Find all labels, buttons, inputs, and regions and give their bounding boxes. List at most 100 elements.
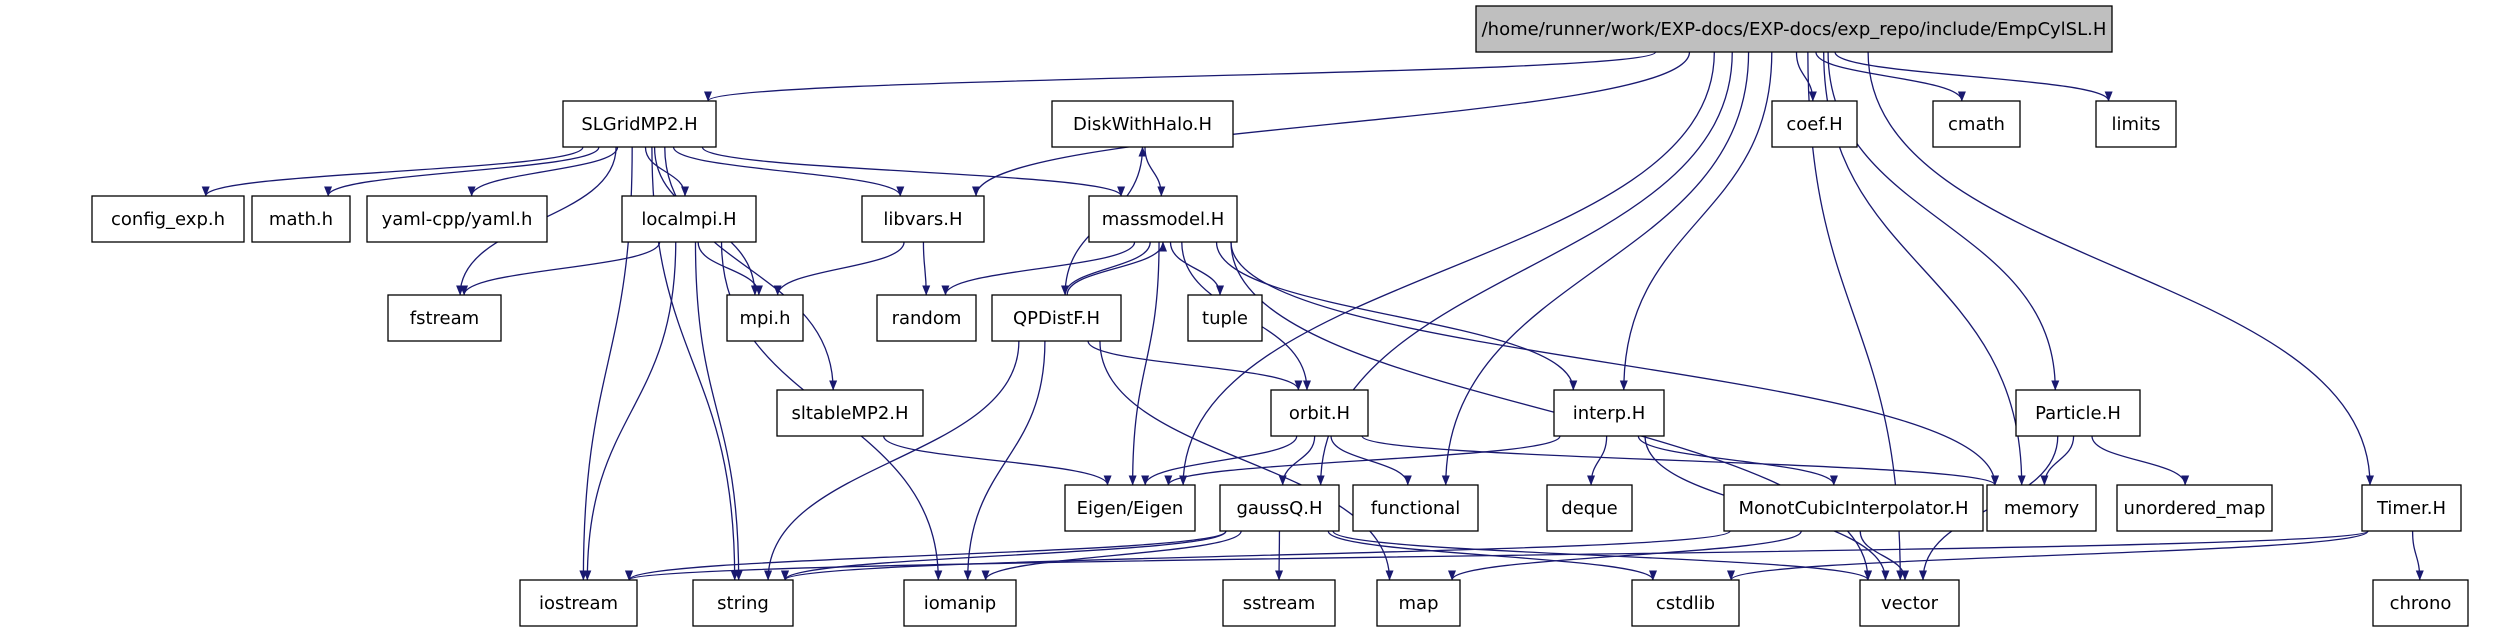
node-unordered[interactable]: unordered_map <box>2116 484 2273 532</box>
node-sstream[interactable]: sstream <box>1222 579 1336 627</box>
node-memory[interactable]: memory <box>1986 484 2097 532</box>
node-box-functional <box>1352 484 1479 532</box>
node-mathh[interactable]: math.h <box>251 195 351 243</box>
node-label-diskhalo: DiskWithHalo.H <box>1073 114 1212 135</box>
node-box-mpih <box>726 294 804 342</box>
edge-slgrid-to-massmodel <box>701 146 1125 197</box>
node-deque[interactable]: deque <box>1546 484 1633 532</box>
node-cmath[interactable]: cmath <box>1932 100 2021 148</box>
edge-massmodel-to-qpdist <box>1061 241 1151 296</box>
node-orbit[interactable]: orbit.H <box>1270 389 1369 437</box>
node-functional[interactable]: functional <box>1352 484 1479 532</box>
node-label-cstdlib: cstdlib <box>1656 593 1715 614</box>
node-box-fstream <box>387 294 502 342</box>
node-box-sltable <box>776 389 924 437</box>
edge-massmodel-to-tuple <box>1169 241 1225 296</box>
edge-interp-to-deque <box>1587 435 1608 486</box>
node-chrono[interactable]: chrono <box>2372 579 2469 627</box>
edge-monot-to-string <box>781 530 1731 581</box>
edge-orbit-to-gaussq <box>1278 435 1316 486</box>
node-label-mpih: mpi.h <box>739 308 790 329</box>
node-label-localmpi: localmpi.H <box>641 209 736 230</box>
edge-localmpi-to-iostream <box>583 241 677 581</box>
node-timer[interactable]: Timer.H <box>2361 484 2462 532</box>
edge-root-to-slgrid <box>704 51 1657 102</box>
node-iostream[interactable]: iostream <box>519 579 638 627</box>
node-localmpi[interactable]: localmpi.H <box>621 195 757 243</box>
node-tuple[interactable]: tuple <box>1187 294 1263 342</box>
node-cstdlib[interactable]: cstdlib <box>1631 579 1740 627</box>
edge-qpdist-to-map <box>1099 340 1394 581</box>
edge-qpdist-to-iomanip <box>963 340 1046 581</box>
edge-diskhalo-to-massmodel <box>1144 146 1166 197</box>
node-box-timer <box>2361 484 2462 532</box>
node-map[interactable]: map <box>1376 579 1461 627</box>
node-box-yaml <box>366 195 548 243</box>
node-label-unordered: unordered_map <box>2124 498 2266 519</box>
edge-root-to-vector <box>1807 51 1905 581</box>
node-vector[interactable]: vector <box>1859 579 1960 627</box>
node-label-vector: vector <box>1881 593 1939 614</box>
node-root: /home/runner/work/EXP-docs/EXP-docs/exp_… <box>1475 5 2113 53</box>
node-label-particle: Particle.H <box>2035 403 2121 424</box>
edge-localmpi-to-mpih <box>697 241 763 296</box>
node-monot[interactable]: MonotCubicInterpolator.H <box>1723 484 1984 532</box>
edge-slgrid-to-yaml <box>467 146 619 197</box>
node-label-string: string <box>717 593 769 614</box>
node-string[interactable]: string <box>692 579 794 627</box>
node-box-unordered <box>2116 484 2273 532</box>
node-box-chrono <box>2372 579 2469 627</box>
node-particle[interactable]: Particle.H <box>2015 389 2141 437</box>
node-box-deque <box>1546 484 1633 532</box>
node-gaussq[interactable]: gaussQ.H <box>1219 484 1340 532</box>
node-limits[interactable]: limits <box>2095 100 2177 148</box>
node-label-eigen: Eigen/Eigen <box>1077 498 1184 519</box>
edge-slgrid-to-mathh <box>324 146 600 197</box>
node-label-qpdist: QPDistF.H <box>1013 308 1100 329</box>
node-label-memory: memory <box>2004 498 2080 519</box>
node-label-root: /home/runner/work/EXP-docs/EXP-docs/exp_… <box>1482 19 2107 40</box>
edge-massmodel-to-interp <box>1215 241 1578 391</box>
node-box-vector <box>1859 579 1960 627</box>
node-label-mathh: math.h <box>269 209 333 230</box>
edge-timer-to-chrono <box>2411 530 2424 581</box>
node-yaml[interactable]: yaml-cpp/yaml.h <box>366 195 548 243</box>
edge-sltable-to-eigen <box>882 435 1112 486</box>
node-diskhalo[interactable]: DiskWithHalo.H <box>1051 100 1234 148</box>
node-box-limits <box>2095 100 2177 148</box>
node-label-coef: coef.H <box>1786 114 1842 135</box>
node-slgrid[interactable]: SLGridMP2.H <box>562 100 717 148</box>
node-iomanip[interactable]: iomanip <box>903 579 1017 627</box>
node-box-tuple <box>1187 294 1263 342</box>
node-config[interactable]: config_exp.h <box>91 195 245 243</box>
node-box-map <box>1376 579 1461 627</box>
edge-slgrid-to-config <box>201 146 584 197</box>
node-box-mathh <box>251 195 351 243</box>
node-label-orbit: orbit.H <box>1289 403 1350 424</box>
node-random[interactable]: random <box>876 294 977 342</box>
node-eigen[interactable]: Eigen/Eigen <box>1064 484 1196 532</box>
edge-massmodel-to-eigen <box>1128 241 1160 486</box>
node-label-slgrid: SLGridMP2.H <box>581 114 697 135</box>
node-label-gaussq: gaussQ.H <box>1236 498 1322 519</box>
node-fstream[interactable]: fstream <box>387 294 502 342</box>
node-massmodel[interactable]: massmodel.H <box>1088 195 1238 243</box>
node-qpdist[interactable]: QPDistF.H <box>991 294 1122 342</box>
node-sltable[interactable]: sltableMP2.H <box>776 389 924 437</box>
edge-localmpi-to-string <box>694 241 743 581</box>
edge-gaussq-to-iostream <box>625 530 1227 581</box>
edge-particle-to-unordered <box>2091 435 2190 486</box>
edge-qpdist-to-massmodel <box>1066 241 1167 296</box>
node-label-timer: Timer.H <box>2376 498 2446 519</box>
edge-root-to-libvars <box>972 51 1691 197</box>
node-libvars[interactable]: libvars.H <box>861 195 985 243</box>
node-box-gaussq <box>1219 484 1340 532</box>
node-box-memory <box>1986 484 2097 532</box>
node-box-diskhalo <box>1051 100 1234 148</box>
node-mpih[interactable]: mpi.h <box>726 294 804 342</box>
node-interp[interactable]: interp.H <box>1553 389 1665 437</box>
edge-slgrid-to-libvars <box>672 146 905 197</box>
node-coef[interactable]: coef.H <box>1771 100 1858 148</box>
node-box-iomanip <box>903 579 1017 627</box>
